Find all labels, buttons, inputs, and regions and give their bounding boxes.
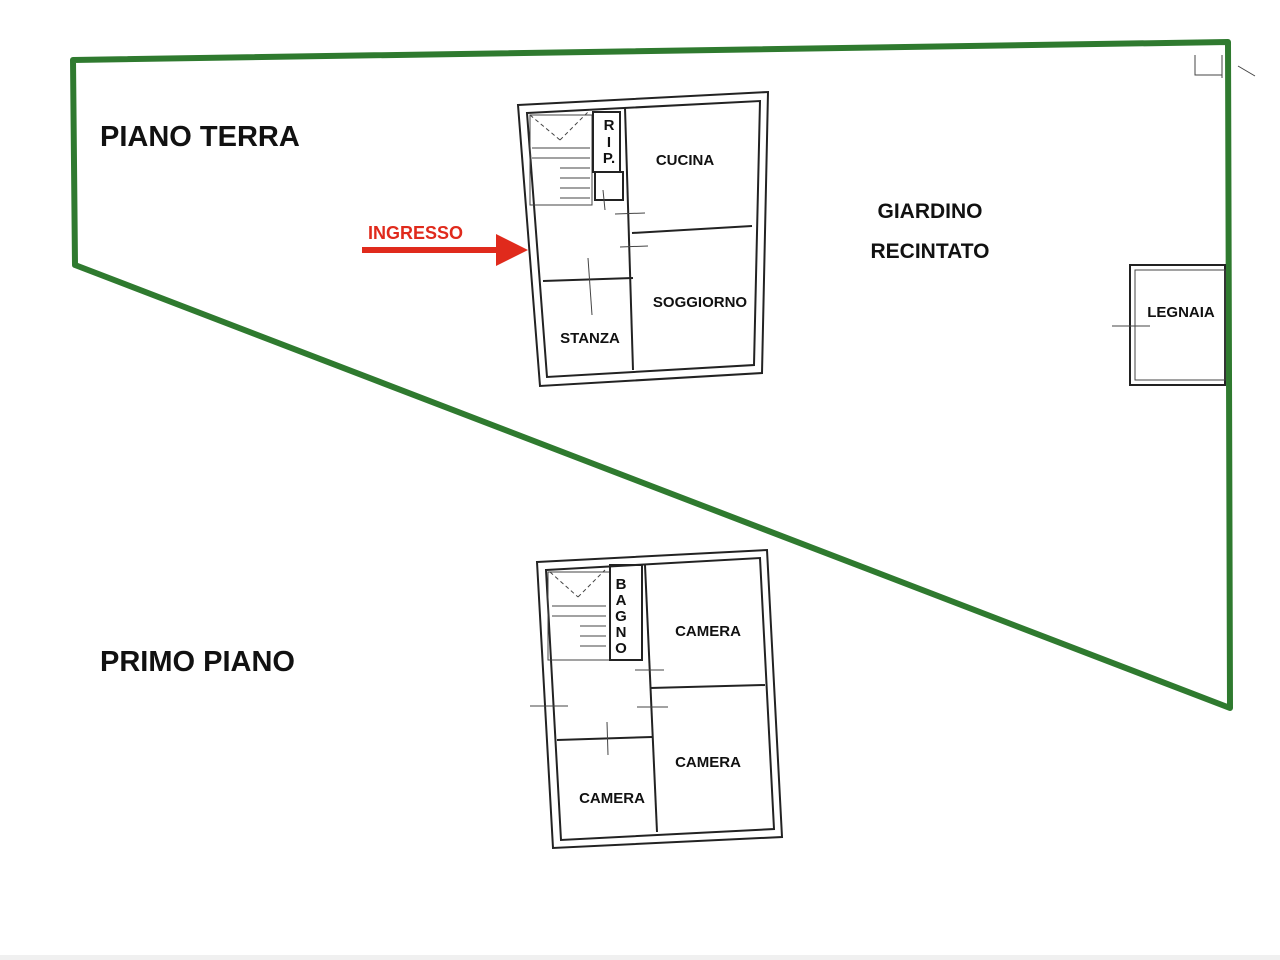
- bottom-strip: [0, 955, 1280, 960]
- bedroom-top-label: CAMERA: [675, 623, 741, 640]
- bedroom-left-label: CAMERA: [579, 790, 645, 807]
- rip-label-2: I: [607, 134, 611, 151]
- bathroom-label-2: A: [616, 592, 627, 609]
- living-label: SOGGIORNO: [653, 294, 748, 311]
- room-label: STANZA: [560, 330, 620, 347]
- bathroom-label-5: O: [615, 640, 627, 657]
- bedroom-right-label: CAMERA: [675, 754, 741, 771]
- kitchen-label: CUCINA: [656, 152, 714, 169]
- garden-label-1: GIARDINO: [878, 200, 983, 223]
- rip-label-3: P.: [603, 150, 615, 167]
- bathroom-label-4: N: [616, 624, 627, 641]
- garden-label-2: RECINTATO: [871, 240, 990, 263]
- ground-floor-plan: [516, 90, 770, 388]
- rip-label-1: R: [604, 117, 615, 134]
- entrance-arrow-icon: [362, 234, 528, 266]
- ground-floor-title: PIANO TERRA: [100, 121, 300, 153]
- corner-marker: [1194, 55, 1256, 78]
- bathroom-label-1: B: [616, 576, 627, 593]
- first-floor-title: PRIMO PIANO: [100, 646, 295, 678]
- woodshed-label: LEGNAIA: [1147, 304, 1215, 321]
- bathroom-label-3: G: [615, 608, 627, 625]
- property-boundary: [70, 39, 1233, 711]
- entrance-label: INGRESSO: [368, 223, 463, 243]
- woodshed: [1112, 264, 1226, 386]
- first-floor-plan: [530, 548, 784, 850]
